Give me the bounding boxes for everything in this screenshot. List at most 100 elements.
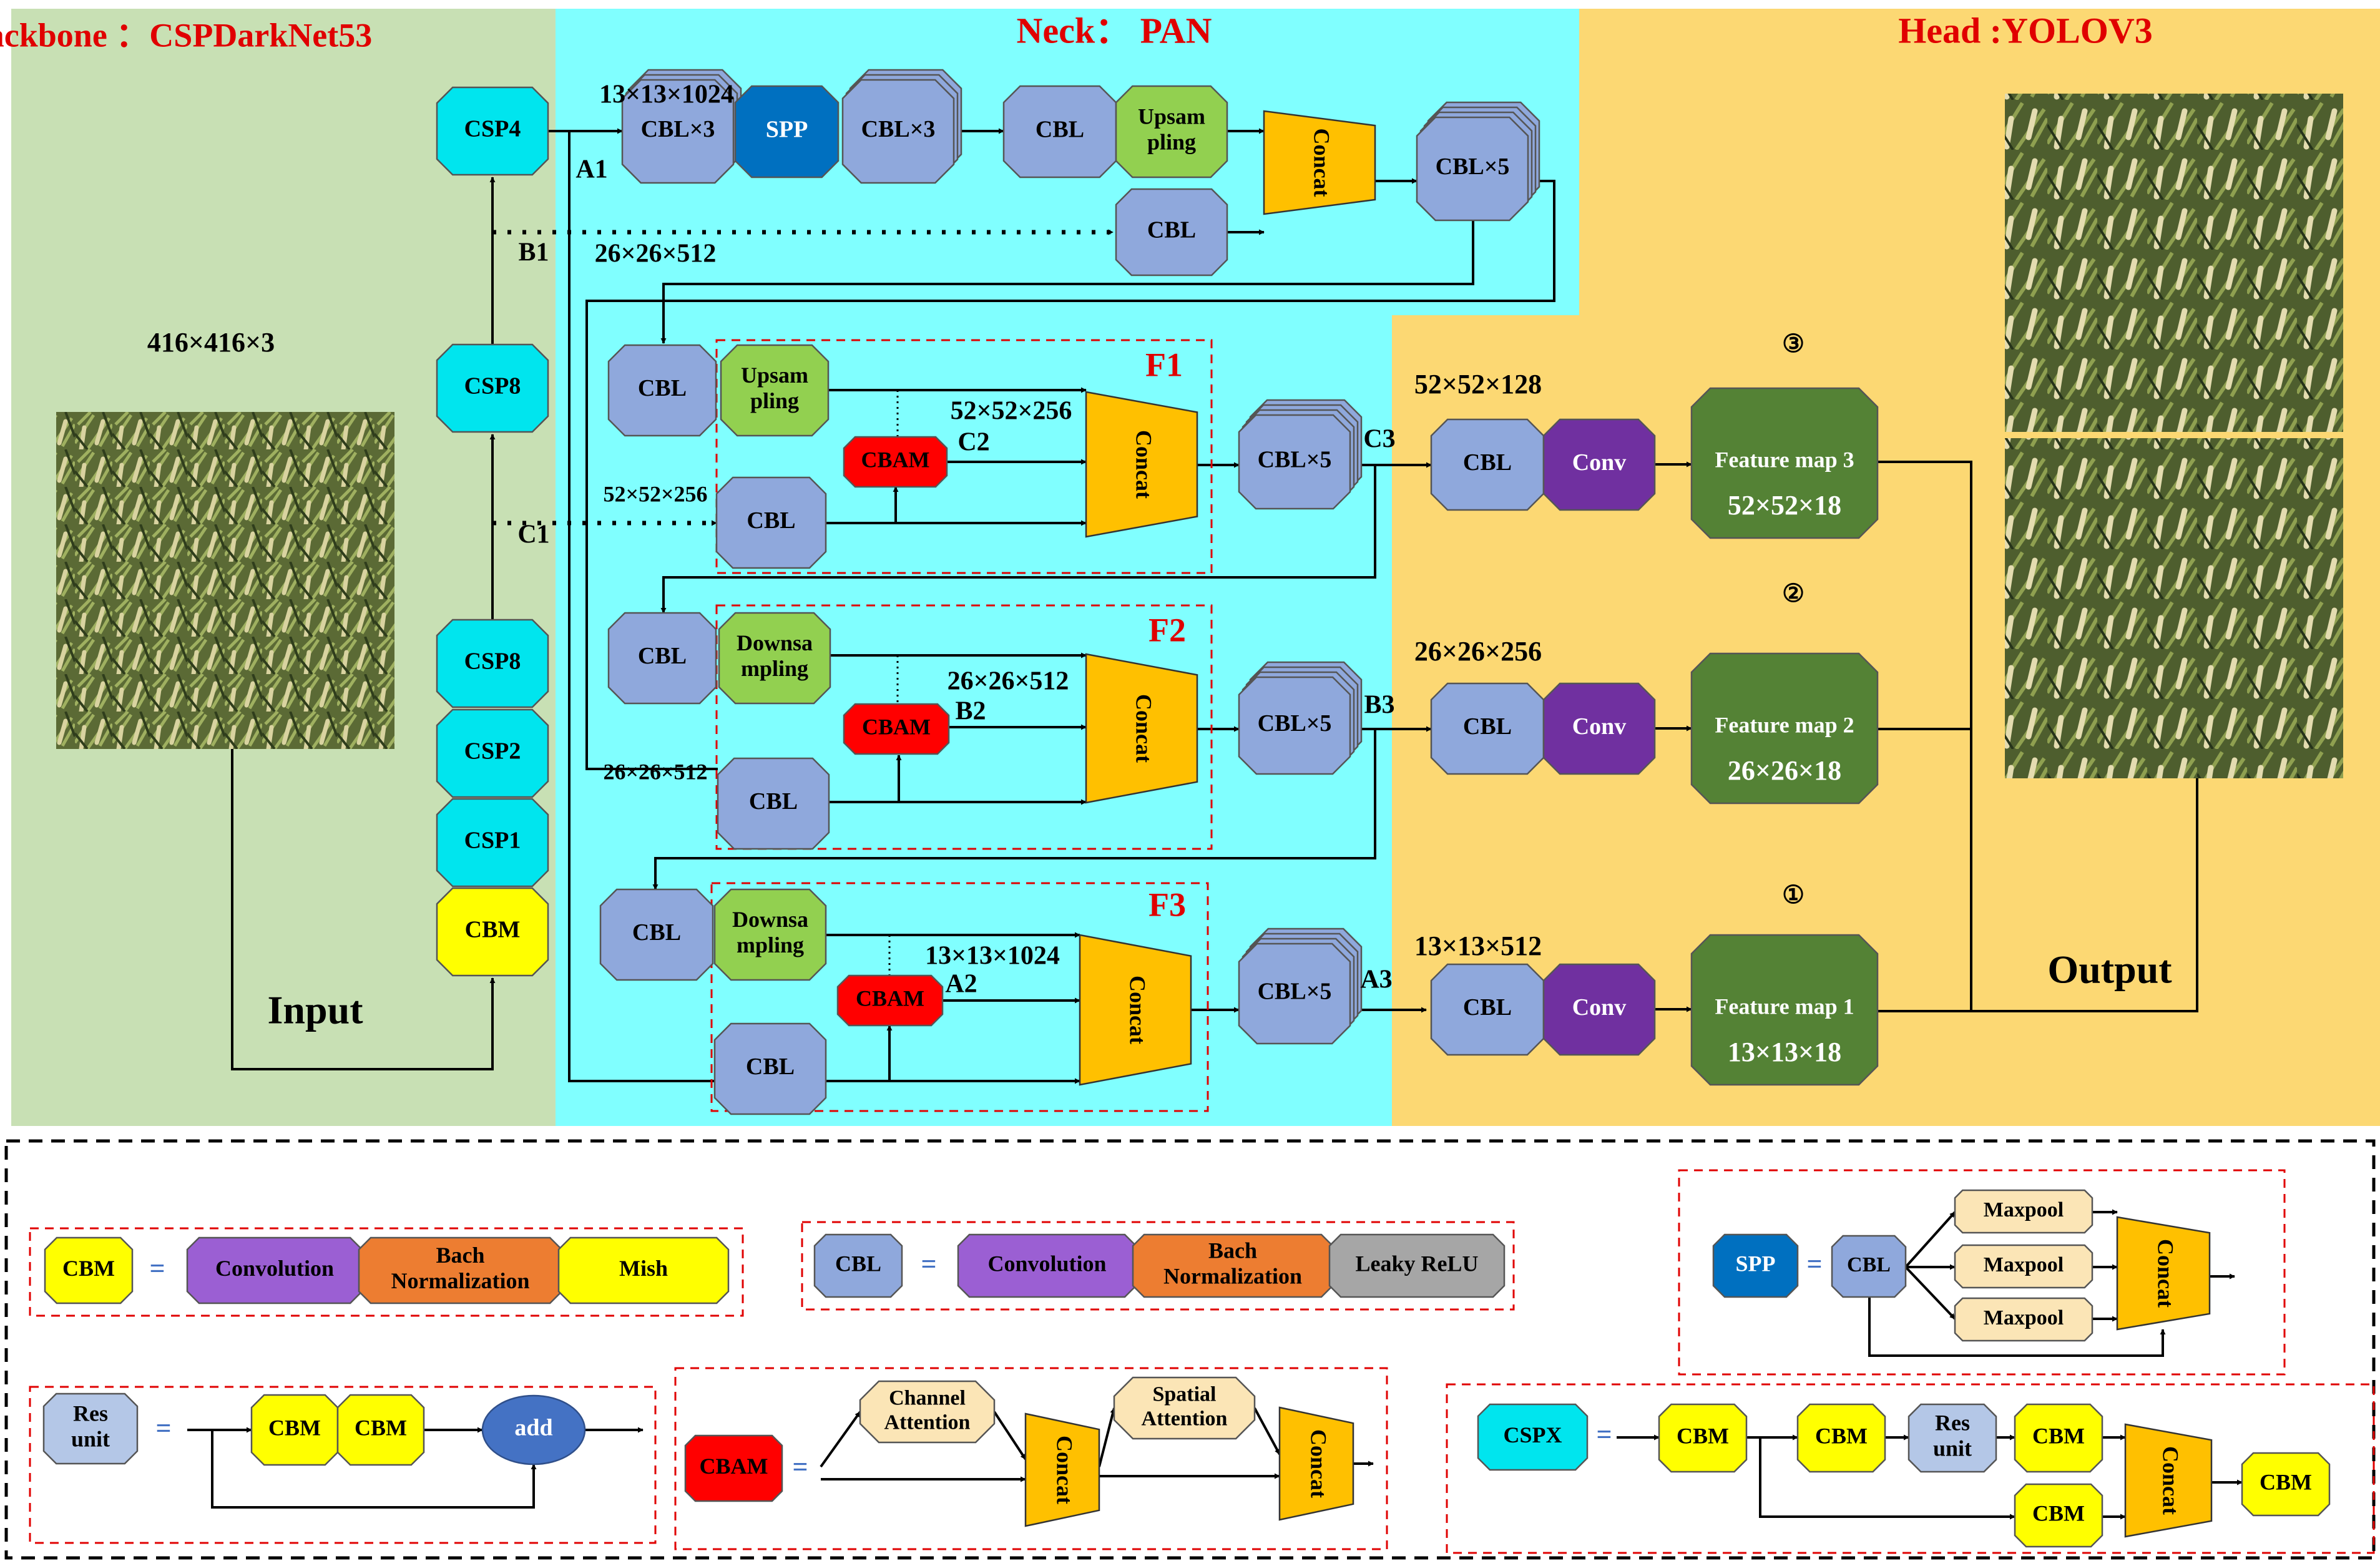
legend-convolution-2 [957,1233,1137,1298]
feature-map-1 [1690,652,1879,805]
a1-label: A1 [575,155,607,184]
cbl-f1-left-label: CBL [638,375,687,401]
feature-map-2 [1690,934,1879,1086]
legend-res-unit [42,1392,139,1465]
legend-cspx-cbm-5-label: CBM [2260,1469,2312,1494]
b3-label: B3 [1364,691,1394,720]
cbam-f3 [836,974,944,1027]
legend-cbm-equals: = [149,1253,165,1284]
legend-cspx-cbm-2 [1796,1403,1886,1473]
c2-label: C2 [957,428,989,457]
cbl5-f1 [1238,414,1351,510]
input-label: Input [268,988,364,1032]
b1-route-to-f2 [585,300,718,770]
legend-cspx [1477,1403,1589,1471]
feature-map-label-1: Feature map 2 [1715,712,1854,737]
f2-label: F2 [1148,611,1186,648]
legend-leaky-label: Leaky ReLU [1356,1251,1479,1276]
dim-26-512-left: 26×26×512 [603,759,707,784]
head-num-1: ② [1782,579,1805,607]
output-image-bottom [2005,438,2343,778]
legend-cbl-equals: = [921,1249,936,1280]
legend-cspx-cbm-1-label: CBM [1677,1423,1729,1448]
head-cbl-1-label: CBL [1463,713,1512,740]
legend-cbl-label: CBL [835,1251,881,1276]
cbam-f3-label: CBAM [856,986,924,1011]
spp-shortcut [1868,1297,2166,1357]
cbl5-f2 [1238,676,1351,775]
head-conv-0-label: Conv [1572,449,1627,476]
legend-cbam-equals: = [792,1452,808,1482]
legend-res-cbm-1 [250,1394,339,1466]
legend-spp-box [1678,1169,2286,1376]
feature-map-dim-0: 52×52×18 [1728,490,1841,521]
legend-maxpool-3-label: Maxpool [1984,1306,2064,1329]
cbl3-block-2 [841,79,955,184]
cbl5-f1-label: CBL×5 [1258,447,1332,473]
legend-cspx-equals: = [1596,1419,1612,1450]
legend-cbm [44,1236,134,1304]
cbl-f2 [717,757,830,850]
upsampling-f1 [720,344,830,437]
cbl-f2-left-label: CBL [638,643,687,669]
csp8-block-lower-label: CSP8 [464,648,521,675]
dim-26-512-top: 26×26×512 [595,240,717,268]
legend-res-cbm-2 [336,1394,425,1466]
spp-branch-1 [1904,1211,1956,1268]
f3-label: F3 [1148,886,1186,923]
legend-spp-concat-label: Concat [2153,1239,2178,1308]
top-dim-label: 13×13×1024 [599,81,734,109]
legend-res-cbm-2-label: CBM [355,1415,407,1440]
head-dim-0: 52×52×128 [1414,369,1542,399]
csp1-block-label: CSP1 [464,828,521,854]
head-conv-1-label: Conv [1572,713,1627,740]
cbl3-block-2-label: CBL×3 [861,116,936,142]
head-title: Head :YOLOV3 [1898,10,2153,51]
cbam-to-channel [820,1411,861,1468]
legend-cbl [813,1233,903,1298]
legend-cbam-concat-1 [1024,1412,1100,1527]
concat-f1 [1085,391,1198,538]
legend-spp [1712,1233,1799,1298]
cspx-shortcut [1759,1437,2015,1520]
feature-map-label-0: Feature map 3 [1715,447,1854,472]
spp-block [734,85,840,179]
legend-add [481,1394,586,1466]
cbl-f2-label: CBL [749,788,798,815]
cbl-f3 [713,1022,827,1115]
input-size-label: 416×416×3 [147,327,275,358]
legend-maxpool-2 [1954,1244,2094,1289]
legend-cbam-concat-1-label: Concat [1052,1436,1077,1504]
concat-to-spatial [1098,1407,1116,1467]
legend-cbam-box [674,1367,1388,1550]
legend-spp-concat [2116,1216,2211,1331]
cbl-top-2 [1115,188,1228,276]
legend-res-cbm-1-label: CBM [268,1415,321,1440]
head-num-0: ③ [1782,330,1805,358]
spp-block-label: SPP [766,117,808,143]
legend-maxpool-2-label: Maxpool [1984,1253,2064,1276]
head-cbl-0 [1430,418,1545,511]
output-label: Output [2047,947,2172,992]
legend-convolution [186,1236,363,1304]
legend-cspx-concat-label: Concat [2158,1446,2183,1515]
a1-route [548,130,718,1082]
cbl-f3-left-label: CBL [632,919,681,946]
legend-spp-cbl-label: CBL [1847,1253,1891,1276]
cbl5-f2-label: CBL×5 [1258,710,1332,737]
b3-to-f3-cbl [652,729,1376,890]
csp8-block-upper [436,343,549,433]
legend-res-equals: = [155,1413,171,1444]
output-image-top [2005,94,2343,432]
csp8-block-upper-label: CSP8 [464,373,521,399]
concat-f1-label: Concat [1132,430,1157,499]
head-conv-2 [1542,963,1656,1056]
legend-cspx-box [1446,1383,2375,1554]
a2-label: A2 [945,970,977,999]
feature-map-dim-2: 13×13×18 [1728,1037,1841,1067]
